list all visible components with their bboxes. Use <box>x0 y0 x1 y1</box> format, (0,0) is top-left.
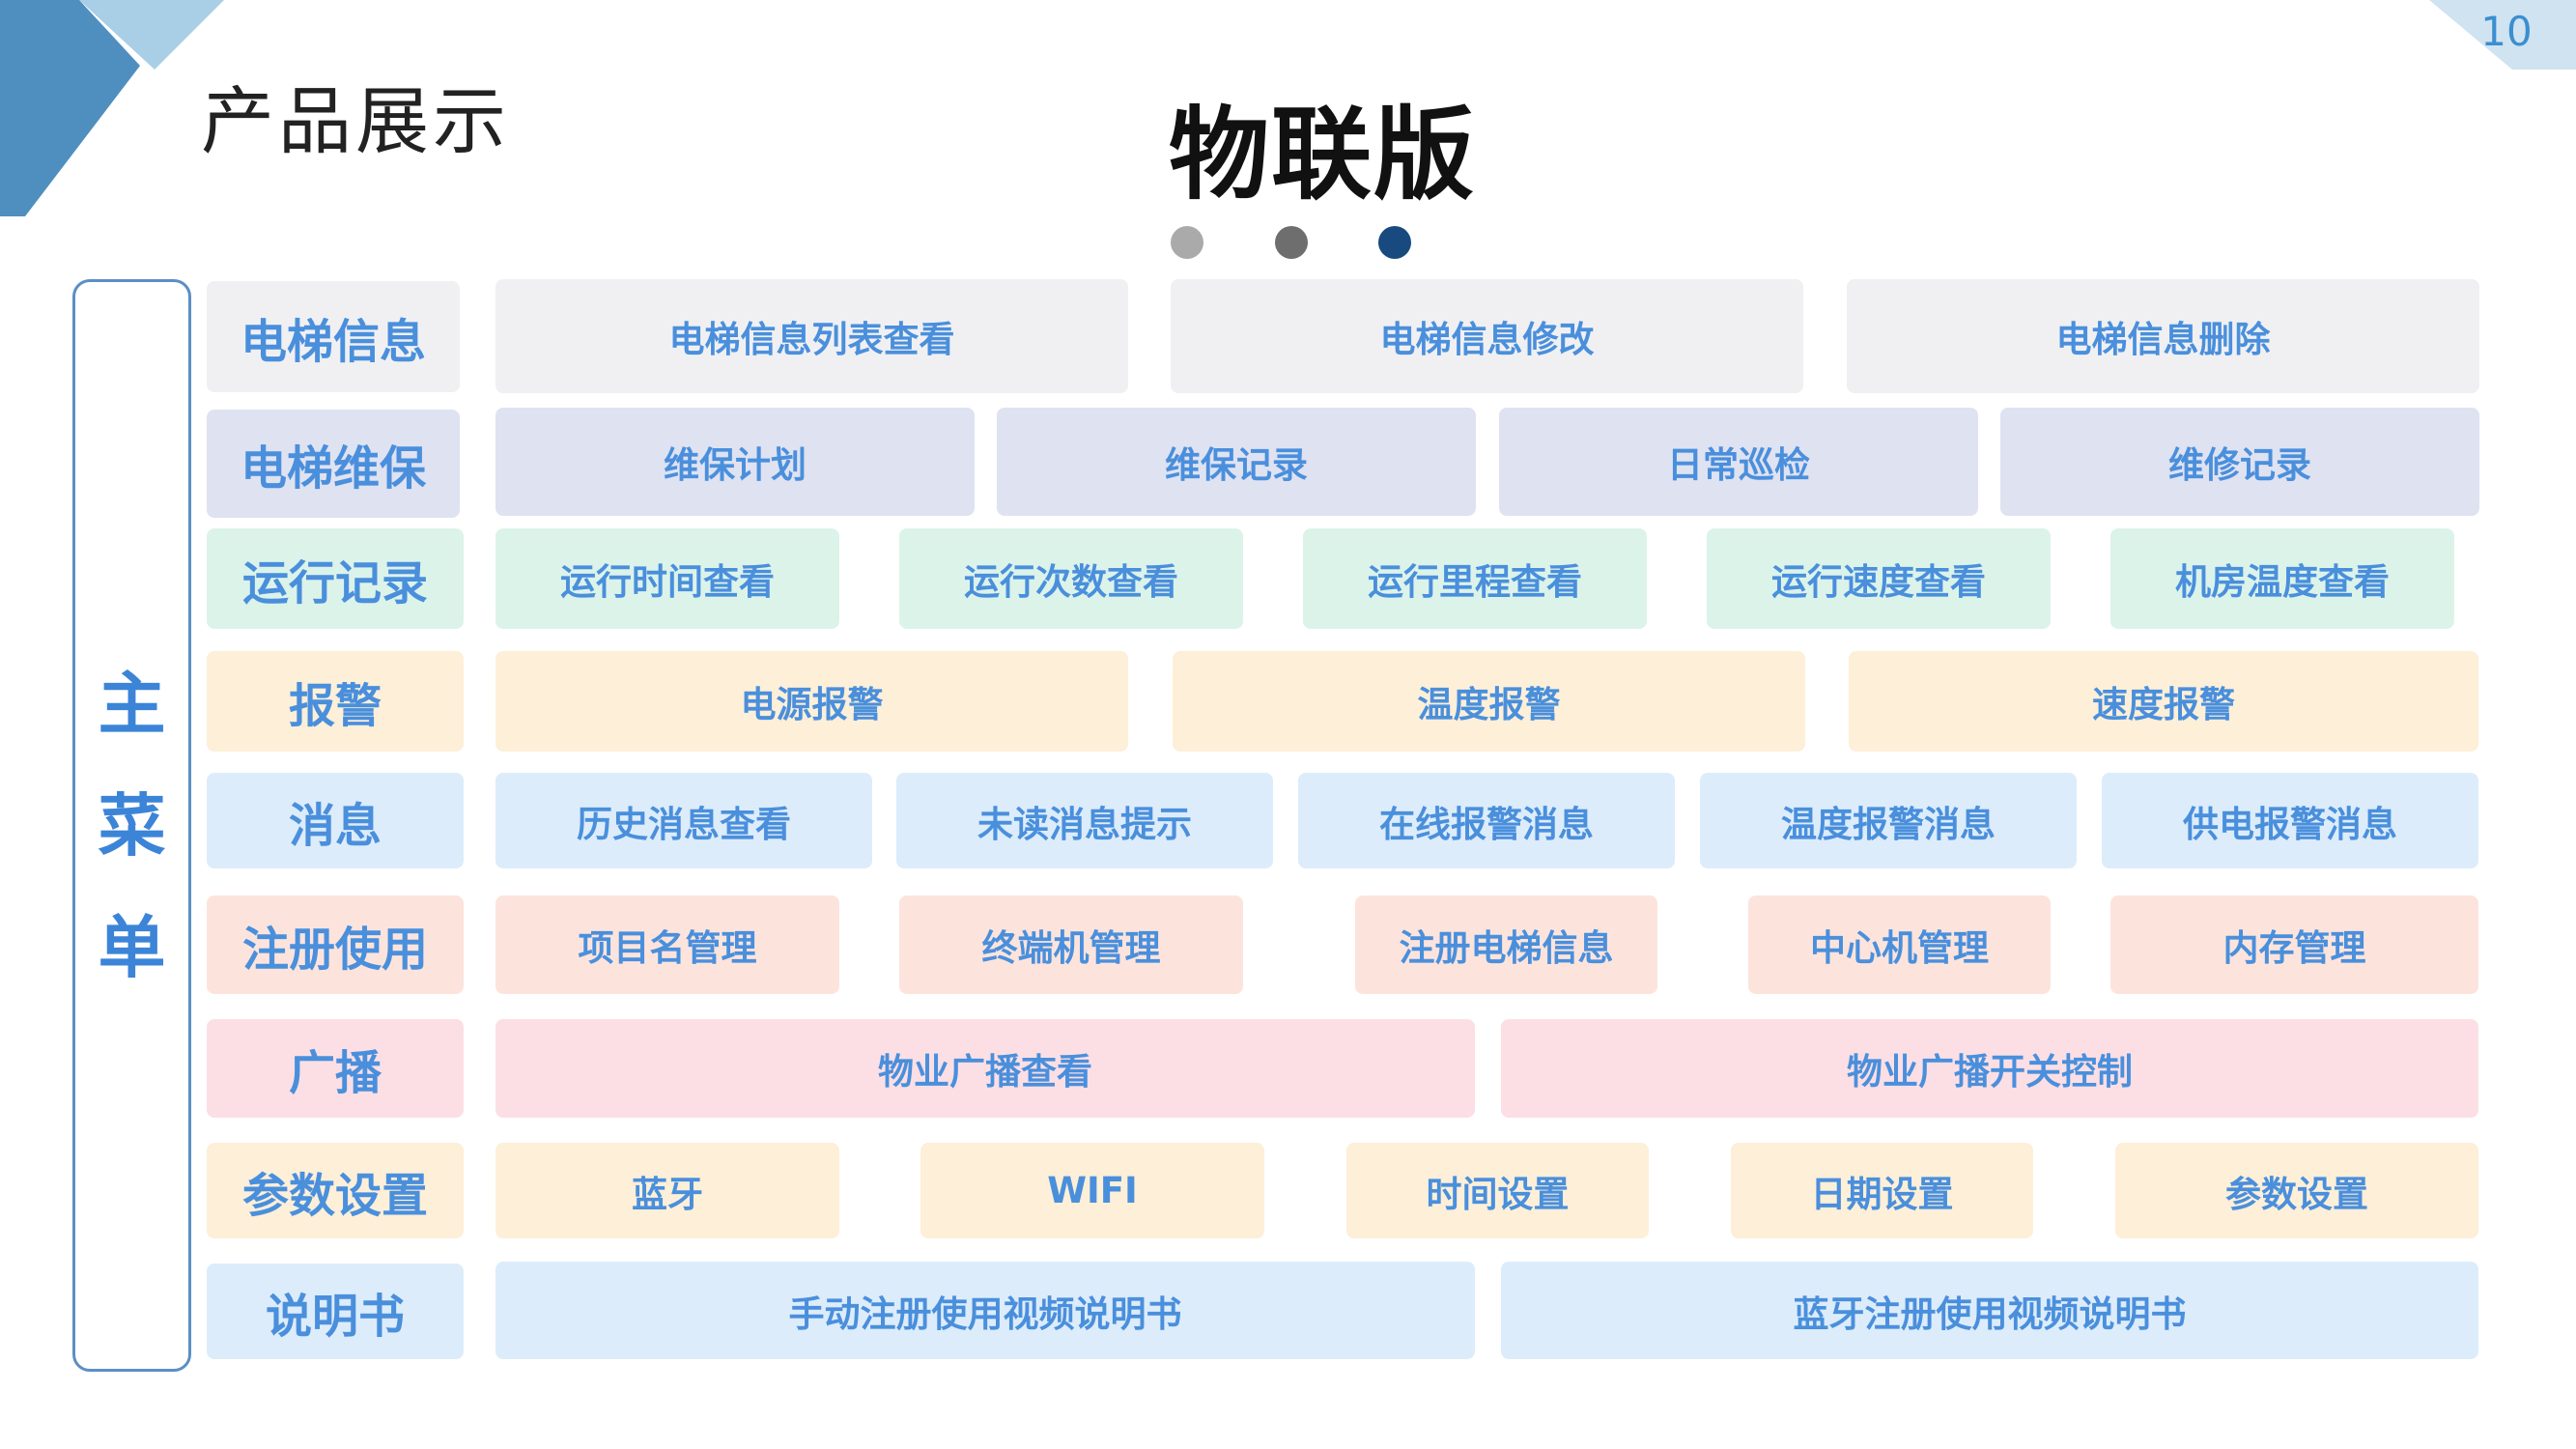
menu-item[interactable]: 参数设置 <box>2115 1143 2478 1238</box>
menu-item[interactable]: 电梯信息删除 <box>1847 279 2479 393</box>
menu-item[interactable]: 注册电梯信息 <box>1355 895 1657 994</box>
menu-item[interactable]: 电梯信息列表查看 <box>495 279 1128 393</box>
menu-item[interactable]: 手动注册使用视频说明书 <box>495 1262 1475 1359</box>
category-messages[interactable]: 消息 <box>207 773 464 868</box>
main-title: 物联版 <box>1169 95 1477 213</box>
main-menu-char: 菜 <box>98 785 166 866</box>
category-maintenance[interactable]: 电梯维保 <box>207 410 460 518</box>
menu-item[interactable]: 运行里程查看 <box>1303 528 1647 629</box>
menu-item[interactable]: 电源报警 <box>495 651 1128 752</box>
main-menu-label: 主 菜 单 <box>72 279 191 1372</box>
menu-item[interactable]: 电梯信息修改 <box>1171 279 1803 393</box>
menu-item[interactable]: 日期设置 <box>1731 1143 2033 1238</box>
top-left-dark-diamond <box>0 0 140 216</box>
category-registration[interactable]: 注册使用 <box>207 895 464 994</box>
top-left-light-triangle <box>79 0 224 70</box>
category-elevator-info[interactable]: 电梯信息 <box>207 281 460 392</box>
menu-item[interactable]: 运行次数查看 <box>899 528 1243 629</box>
menu-item[interactable]: 运行速度查看 <box>1707 528 2051 629</box>
menu-item[interactable]: 蓝牙注册使用视频说明书 <box>1501 1262 2478 1359</box>
menu-item[interactable]: 供电报警消息 <box>2102 773 2478 868</box>
menu-item[interactable]: 温度报警消息 <box>1700 773 2077 868</box>
page-dot-active <box>1378 226 1411 259</box>
menu-item[interactable]: 物业广播查看 <box>495 1019 1475 1118</box>
page-number: 10 <box>2480 8 2533 55</box>
menu-item[interactable]: 日常巡检 <box>1499 408 1978 516</box>
menu-item[interactable]: 中心机管理 <box>1748 895 2051 994</box>
section-title: 产品展示 <box>201 78 510 164</box>
menu-item[interactable]: 历史消息查看 <box>495 773 872 868</box>
category-broadcast[interactable]: 广播 <box>207 1019 464 1118</box>
menu-item[interactable]: 内存管理 <box>2110 895 2478 994</box>
category-manual[interactable]: 说明书 <box>207 1264 464 1359</box>
menu-item[interactable]: 终端机管理 <box>899 895 1243 994</box>
menu-item[interactable]: 在线报警消息 <box>1298 773 1675 868</box>
menu-item[interactable]: 温度报警 <box>1173 651 1805 752</box>
menu-item[interactable]: 维修记录 <box>2000 408 2479 516</box>
menu-item[interactable]: 项目名管理 <box>495 895 839 994</box>
menu-item[interactable]: 未读消息提示 <box>896 773 1273 868</box>
page-dot <box>1275 226 1308 259</box>
menu-item[interactable]: 机房温度查看 <box>2110 528 2454 629</box>
page-dot <box>1171 226 1203 259</box>
main-menu-char: 主 <box>98 664 166 744</box>
menu-item[interactable]: 物业广播开关控制 <box>1501 1019 2478 1118</box>
category-alarm[interactable]: 报警 <box>207 651 464 752</box>
category-parameter-settings[interactable]: 参数设置 <box>207 1143 464 1238</box>
menu-item[interactable]: 维保记录 <box>997 408 1476 516</box>
menu-item[interactable]: 速度报警 <box>1849 651 2478 752</box>
category-run-records[interactable]: 运行记录 <box>207 528 464 629</box>
menu-item[interactable]: 时间设置 <box>1346 1143 1649 1238</box>
menu-item[interactable]: 运行时间查看 <box>495 528 839 629</box>
menu-item[interactable]: 蓝牙 <box>495 1143 839 1238</box>
menu-item[interactable]: 维保计划 <box>495 408 975 516</box>
menu-item[interactable]: WIFI <box>920 1143 1264 1238</box>
main-menu-char: 单 <box>98 907 166 987</box>
